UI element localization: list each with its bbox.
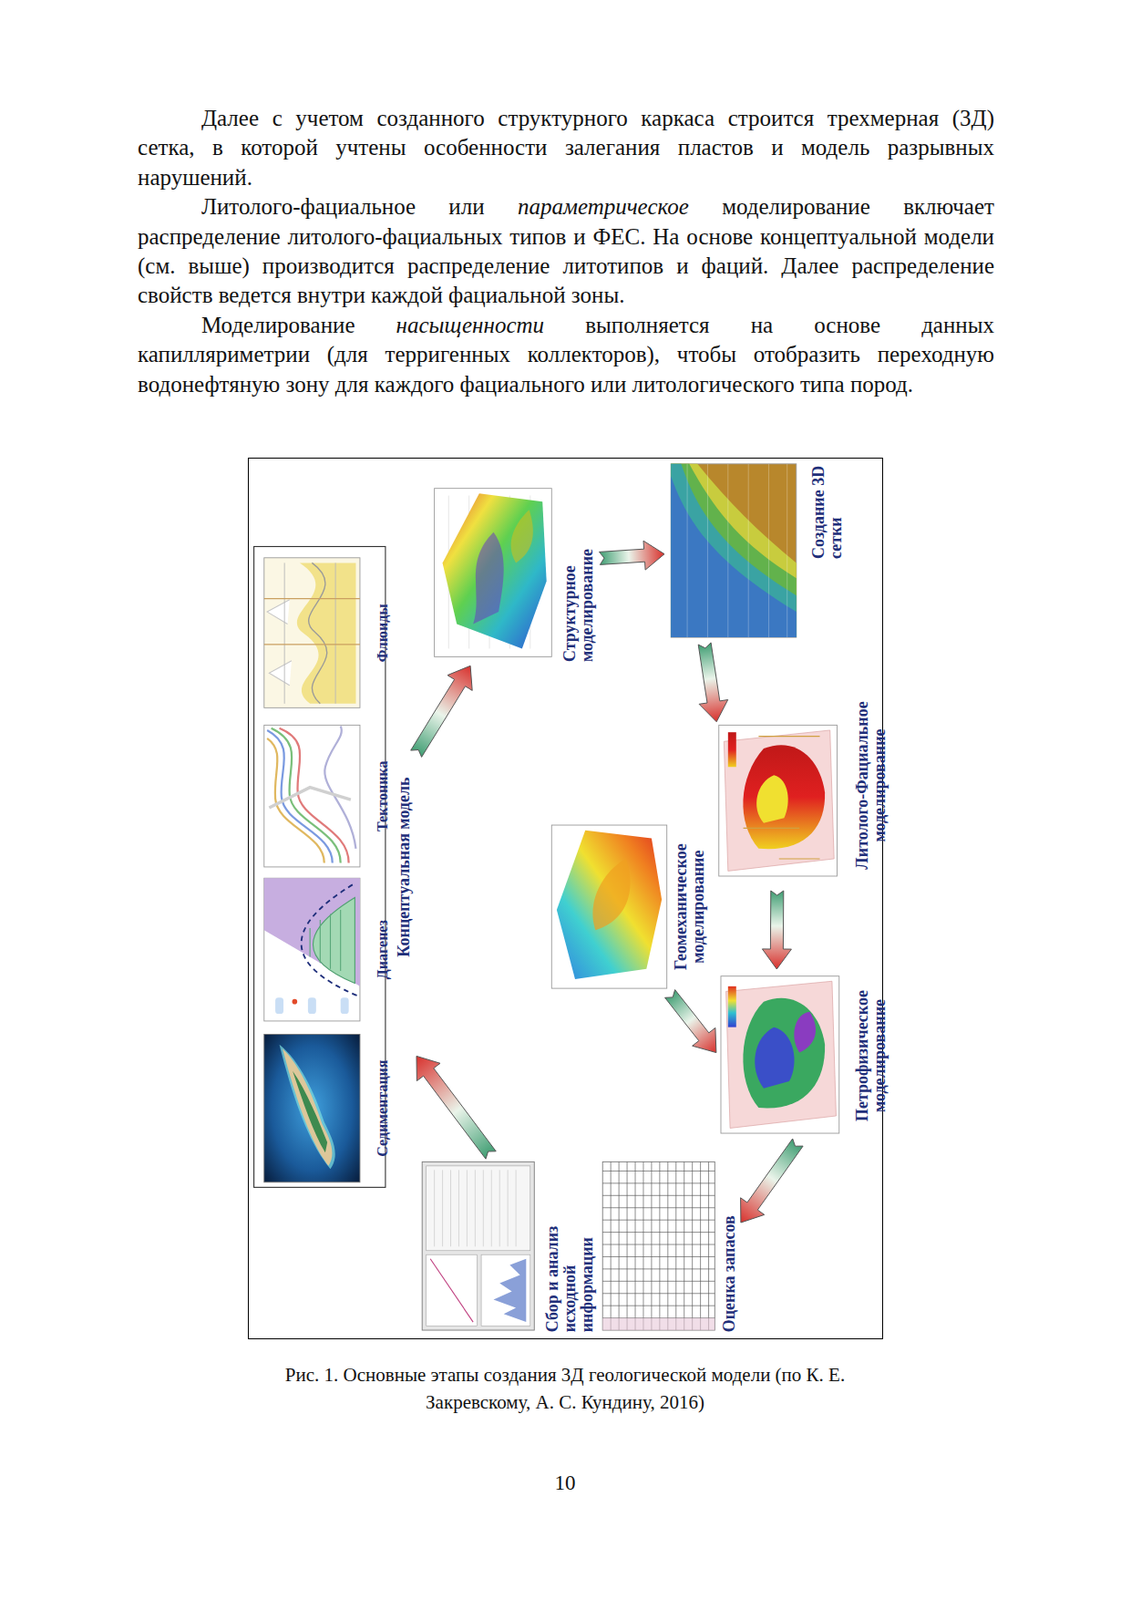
fluids-image xyxy=(264,557,360,709)
node-label: Создание 3D сетки xyxy=(810,462,845,559)
concept-item: Флюиды xyxy=(264,557,391,708)
sedimentation-image xyxy=(264,1033,360,1182)
page-number-box: 10 xyxy=(519,1470,611,1495)
node-label: Тектоника xyxy=(375,760,391,832)
node-label: Сбор и анализ исходной информации xyxy=(544,1199,597,1332)
paragraph: Литолого-фациальное или параметрическое … xyxy=(137,192,995,311)
concept-item: Седиментация xyxy=(264,1034,391,1183)
panel-border xyxy=(254,545,386,1187)
fat-arrow xyxy=(599,540,666,570)
node-label: Диагенез xyxy=(375,919,391,979)
fat-arrow xyxy=(761,890,792,969)
fat-arrow xyxy=(416,1055,496,1159)
concept-item: Тектоника xyxy=(264,725,391,868)
concept-item: Диагенез xyxy=(264,877,391,1021)
geomechanical-image xyxy=(551,824,667,988)
conceptual-panel: Концептуальная модельСедиментация Диагене… xyxy=(254,546,414,1188)
body-text: Далее с учетом созданного структурного к… xyxy=(137,103,995,400)
stage-box: Структурное моделирование xyxy=(431,486,596,662)
node-label: Структурное моделирование xyxy=(561,490,597,662)
petrophysical-image xyxy=(720,976,840,1133)
paragraph-text: Далее с учетом созданного структурного к… xyxy=(137,105,995,190)
node-label: Флюиды xyxy=(375,603,391,662)
paragraph-text: Литолого-фациальное или xyxy=(201,194,485,219)
reserves-table-image xyxy=(602,1161,715,1330)
stage-box: Петрофизическое моделирование xyxy=(719,972,889,1138)
stage-box: Литолого-Фациальное моделирование xyxy=(717,684,889,887)
paragraph-text: Моделирование xyxy=(201,312,355,338)
tectonics-image xyxy=(264,724,360,867)
data-collection-image xyxy=(421,1161,535,1330)
node-label: Геомеханическое моделирование xyxy=(672,824,708,989)
fat-arrow xyxy=(411,665,473,757)
paragraph: Далее с учетом созданного структурного к… xyxy=(137,103,995,193)
node-label: Петрофизическое моделирование xyxy=(853,974,889,1136)
stage-box: Создание 3D сетки xyxy=(668,462,844,640)
stage-box: Оценка запасов xyxy=(600,1158,739,1332)
paragraph: Моделирование насыщенности выполняется н… xyxy=(137,310,995,400)
node-label: Оценка запасов xyxy=(720,1214,739,1332)
node-label: Седиментация xyxy=(375,1059,391,1157)
figure-frame: Концептуальная модельСедиментация Диагене… xyxy=(247,457,884,1339)
page-number: 10 xyxy=(555,1470,576,1494)
fat-arrow xyxy=(698,642,729,722)
fat-arrow xyxy=(665,989,717,1053)
caption-text: Рис. 1. Основные этапы создания 3Д геоло… xyxy=(285,1363,845,1413)
node-label: Литолого-Фациальное моделирование xyxy=(853,686,889,885)
grid-image xyxy=(670,463,797,638)
lithofacies-image xyxy=(719,724,838,876)
figure-caption: Рис. 1. Основные этапы создания 3Д геоло… xyxy=(268,1360,862,1416)
structural-model-image xyxy=(434,488,553,658)
italic-term: параметрическое xyxy=(517,194,689,219)
diagenesis-image xyxy=(264,877,360,1021)
stage-box: Сбор и анализ исходной информации xyxy=(420,1158,596,1332)
node-label: Концептуальная модель xyxy=(395,776,413,957)
fat-arrow xyxy=(740,1138,804,1223)
stage-box: Геомеханическое моделирование xyxy=(549,822,707,991)
italic-term: насыщенности xyxy=(396,312,545,338)
